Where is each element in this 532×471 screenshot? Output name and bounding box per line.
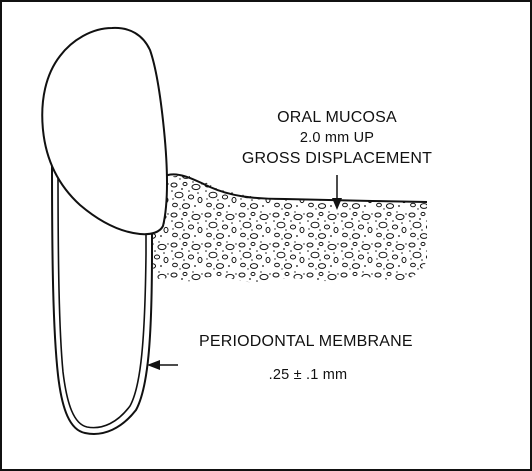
bone-tissue-region: [151, 175, 427, 282]
periodontal-arrowhead: [147, 360, 160, 370]
gross-displacement-label: GROSS DISPLACEMENT: [222, 151, 452, 167]
periodontal-membrane-label: PERIODONTAL MEMBRANE: [199, 334, 413, 350]
oral-mucosa-label: ORAL MUCOSA: [244, 110, 430, 126]
tooth-crown: [42, 28, 167, 234]
mucosa-displacement-value: 2.0 mm UP: [244, 131, 430, 146]
periodontal-membrane-value: .25 ± .1 mm: [199, 368, 417, 383]
